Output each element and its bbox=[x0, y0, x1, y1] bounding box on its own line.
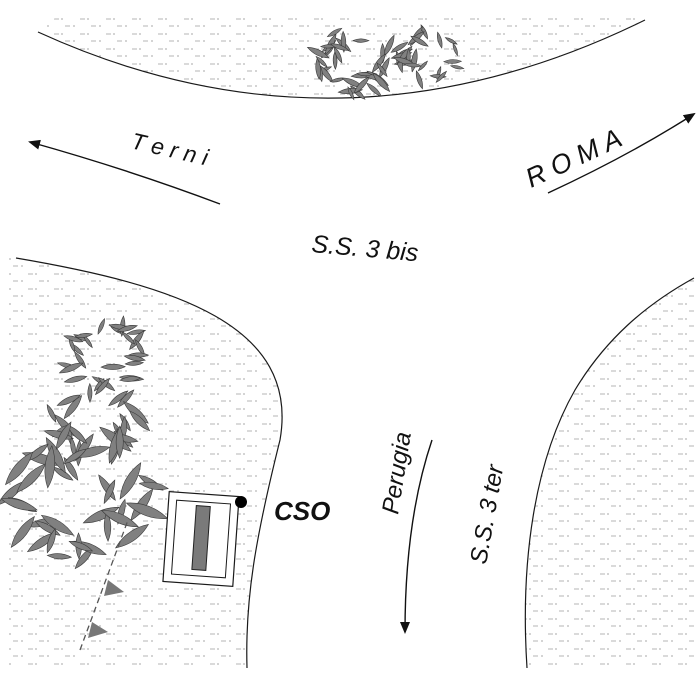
tree-leaf bbox=[45, 436, 66, 474]
tree-leaf bbox=[138, 481, 169, 490]
tree-leaf bbox=[437, 31, 443, 49]
right-verge bbox=[524, 277, 695, 669]
tree-leaf bbox=[315, 57, 321, 81]
tree-leaf bbox=[449, 65, 465, 70]
tree-leaf bbox=[0, 498, 38, 511]
tree-leaf bbox=[34, 520, 61, 536]
tree-leaf bbox=[403, 62, 422, 68]
station-marker-icon bbox=[162, 491, 247, 587]
label-ss3ter: S.S. 3 ter bbox=[465, 462, 509, 566]
label-perugia: Perugia bbox=[377, 430, 417, 516]
tree-leaf bbox=[116, 325, 138, 332]
label-ss3bis: S.S. 3 bis bbox=[310, 230, 419, 267]
tree-leaf bbox=[371, 53, 386, 73]
tree-leaf bbox=[101, 510, 139, 528]
direction-arrow-icon-perugia bbox=[400, 439, 433, 634]
tree-leaf bbox=[121, 331, 136, 345]
tree-leaf bbox=[87, 382, 93, 403]
tree-leaf bbox=[435, 70, 447, 83]
tree-leaf bbox=[63, 448, 87, 464]
tree-leaf bbox=[443, 59, 463, 64]
tree-leaf bbox=[44, 444, 56, 489]
tree-leaf bbox=[366, 82, 382, 97]
tree-leaf bbox=[326, 27, 343, 38]
label-cso: CSO bbox=[274, 496, 330, 526]
tree-leaf bbox=[46, 553, 73, 560]
tree-leaf bbox=[115, 524, 149, 549]
tree-leaf bbox=[97, 318, 105, 335]
tree-leaf bbox=[51, 466, 74, 481]
tree-leaf bbox=[40, 514, 75, 536]
tree-leaf bbox=[376, 62, 388, 78]
tree-leaf bbox=[63, 335, 84, 343]
label-terni: T e r n i bbox=[129, 128, 212, 171]
tree-leaf bbox=[352, 38, 370, 43]
tree-leaf bbox=[103, 511, 112, 542]
tree-leaf bbox=[417, 60, 428, 72]
tree-leaf bbox=[329, 77, 346, 83]
tree-leaf bbox=[129, 410, 151, 432]
tree-leaf bbox=[100, 363, 126, 370]
tree-leaf bbox=[117, 389, 135, 408]
tree-leaf bbox=[356, 72, 373, 77]
tree-leaf bbox=[46, 528, 56, 554]
label-roma: R O M A bbox=[521, 123, 627, 194]
tree-leaf bbox=[16, 463, 46, 493]
tree-leaf bbox=[83, 334, 93, 349]
tree-leaf bbox=[119, 376, 142, 382]
tree-leaf bbox=[4, 451, 34, 486]
tree-leaf bbox=[415, 70, 423, 90]
tree-leaf bbox=[332, 51, 338, 71]
tree-leaf bbox=[353, 76, 370, 94]
tree-leaf bbox=[452, 42, 458, 57]
tree-leaf bbox=[74, 333, 94, 338]
top-verge bbox=[37, 14, 646, 99]
tree-leaf bbox=[55, 421, 72, 450]
tree-leaf bbox=[115, 425, 124, 459]
tree-leaf bbox=[58, 362, 84, 374]
tree-leaf bbox=[68, 540, 94, 552]
tree-leaf bbox=[108, 390, 129, 407]
tree-leaf bbox=[66, 424, 88, 444]
tree-leaf bbox=[330, 43, 350, 51]
tree-leaf bbox=[123, 401, 149, 424]
tree-leaf bbox=[103, 479, 116, 505]
tree-leaf bbox=[347, 86, 355, 101]
direction-arrow-icon-terni bbox=[28, 139, 221, 205]
tree-leaf bbox=[119, 462, 142, 500]
tree-leaf bbox=[129, 330, 145, 351]
tree-leaf bbox=[63, 456, 79, 481]
tree-leaf bbox=[410, 35, 429, 47]
tree-leaf bbox=[123, 354, 146, 362]
tree-leaf bbox=[372, 72, 391, 92]
tree-leaf bbox=[124, 360, 145, 366]
tree-leaf bbox=[74, 351, 87, 369]
tree-leaf bbox=[306, 46, 330, 59]
tree-cluster-icon bbox=[0, 24, 465, 570]
tree-leaf bbox=[390, 42, 409, 53]
boundary-line bbox=[79, 519, 129, 651]
tree-leaf bbox=[444, 37, 458, 45]
tree-leaf bbox=[46, 403, 57, 423]
tree-leaf bbox=[319, 44, 337, 49]
tree-leaf bbox=[10, 515, 35, 548]
tree-leaf bbox=[74, 433, 94, 462]
tree-leaf bbox=[56, 394, 82, 406]
tree-leaf bbox=[63, 375, 88, 383]
direction-arrow-icon-roma bbox=[547, 112, 696, 194]
tree-leaf bbox=[95, 377, 110, 396]
